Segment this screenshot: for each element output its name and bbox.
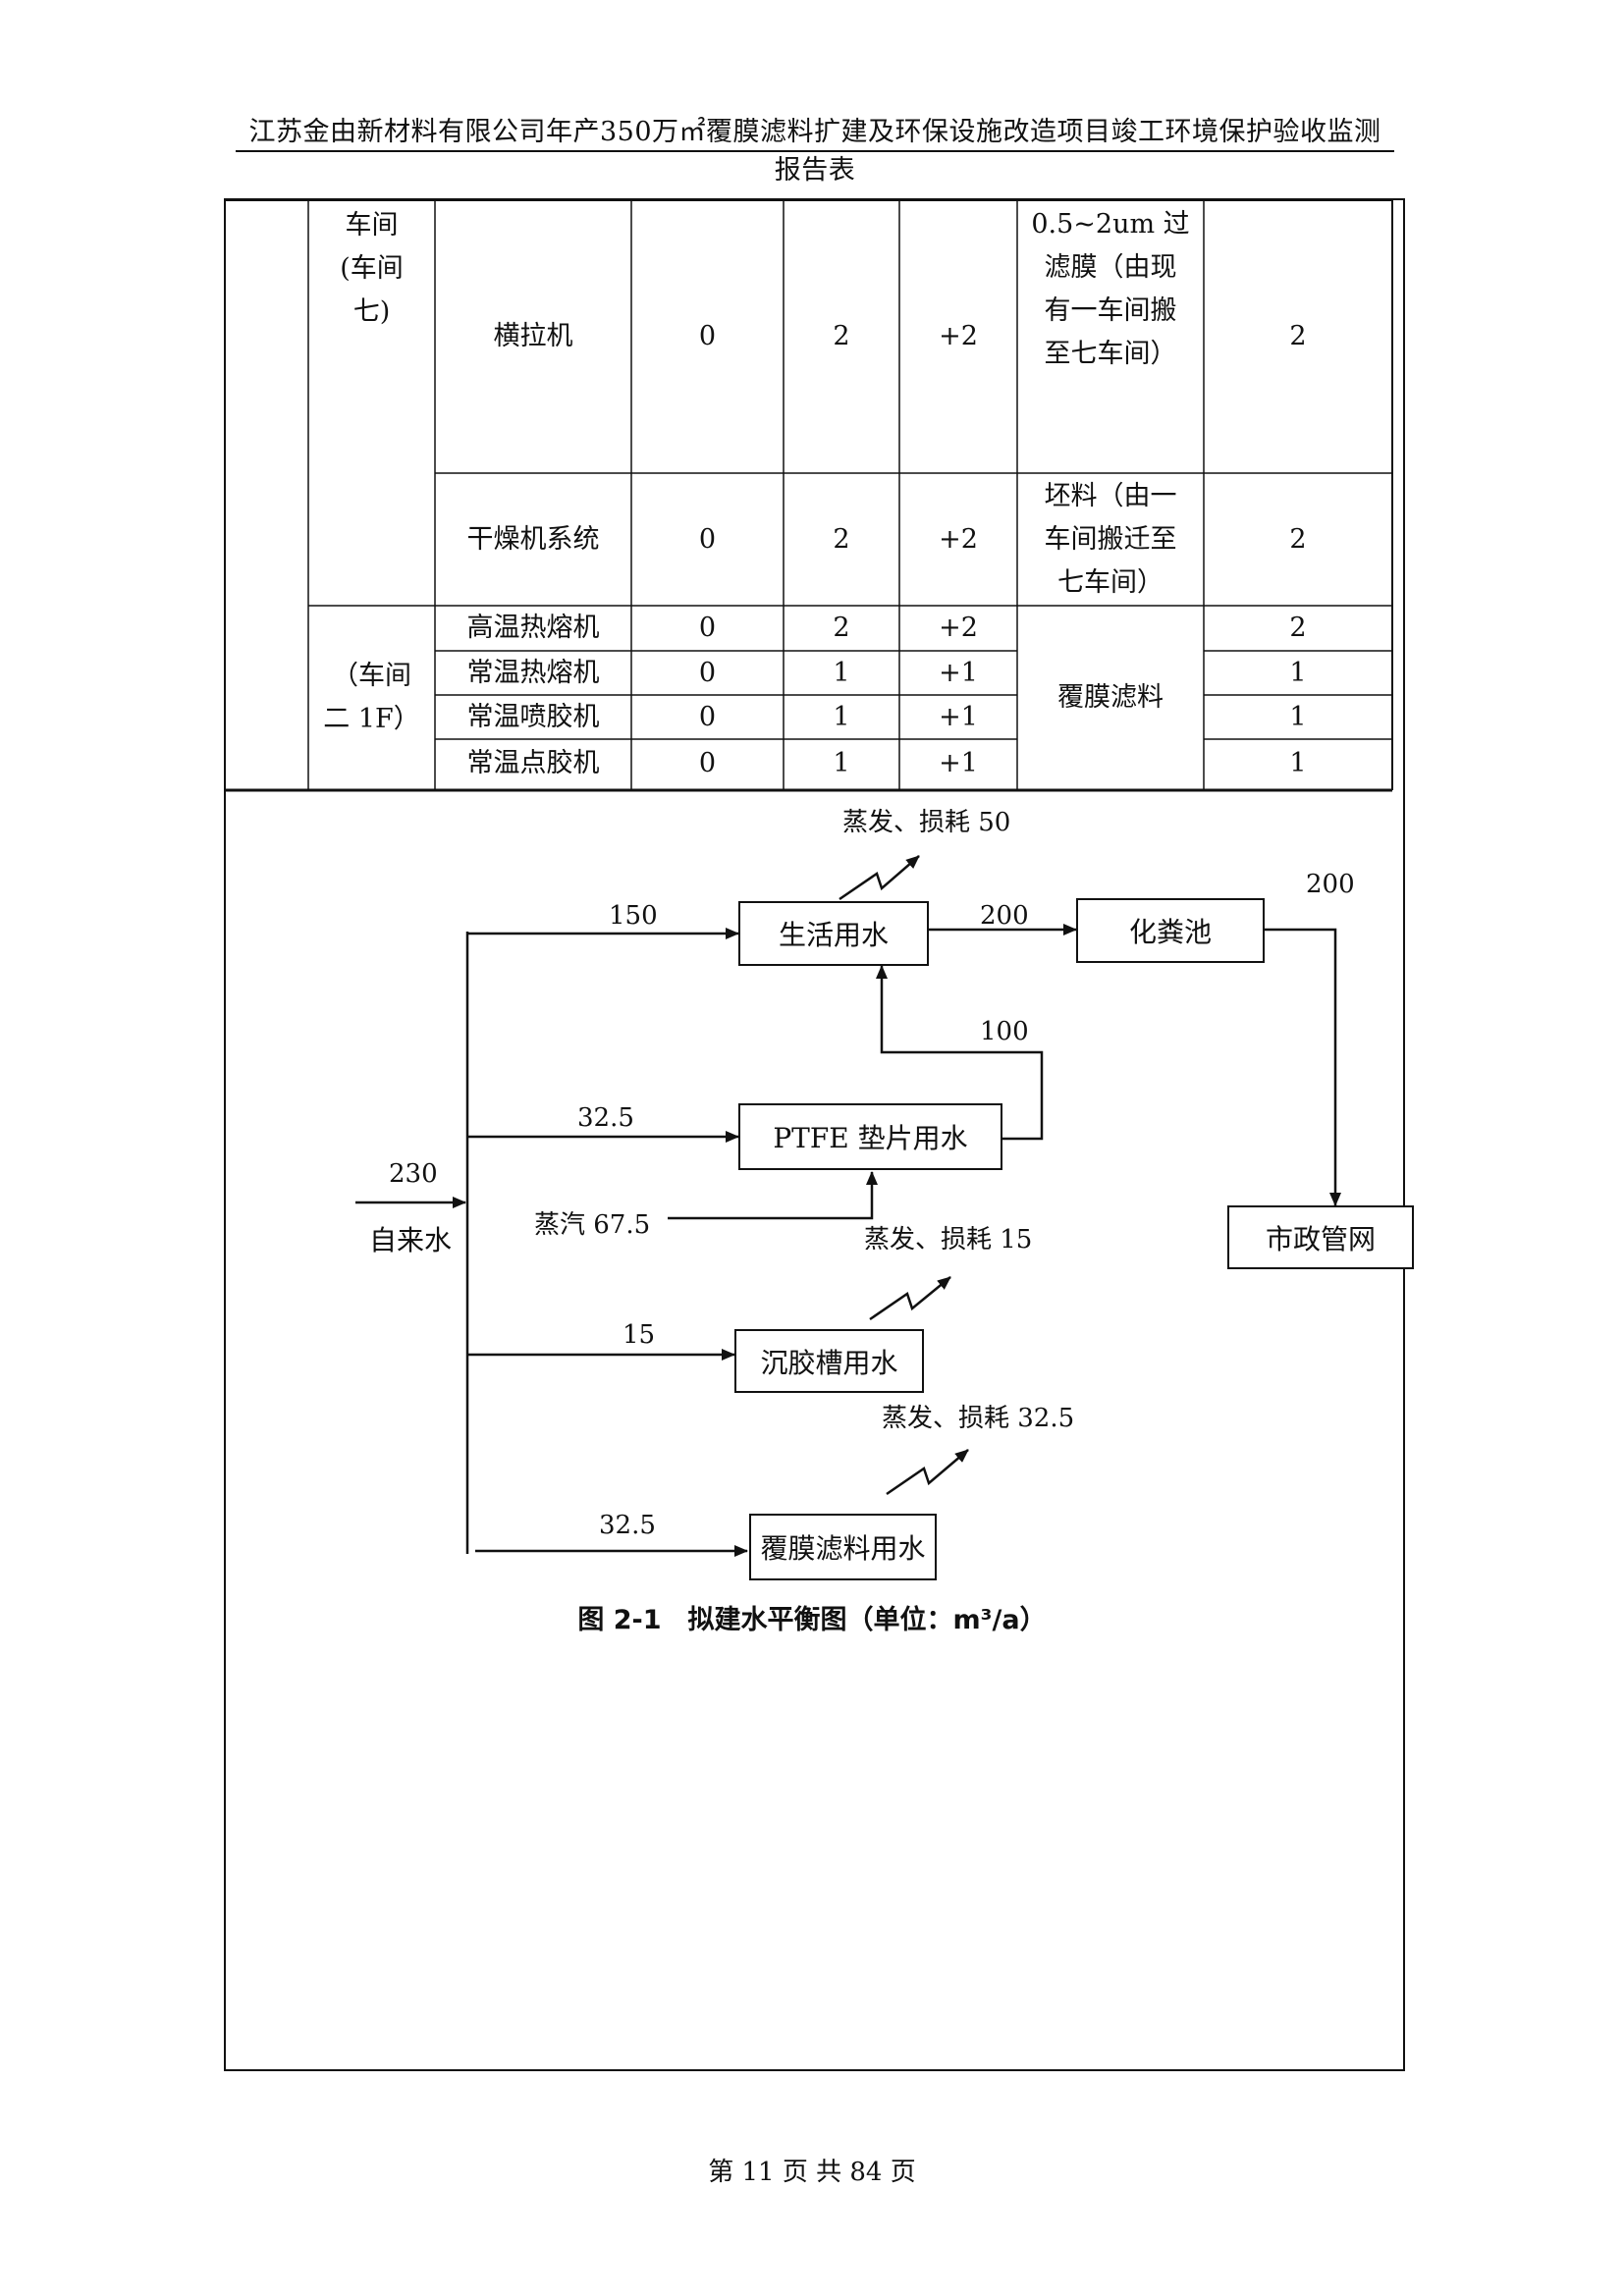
equipment-name: 横拉机 [493,321,573,351]
equipment-table-grid [224,199,1393,792]
merged-product-cell: 覆膜滤料 [1057,682,1164,713]
equipment-name: 常温热熔机 [466,657,600,688]
workshop-group-2-label: （车间 二 1F） [323,661,420,734]
header-rule [236,150,1394,152]
loss-ptfe: 蒸发、损耗 15 [864,1225,1033,1255]
quantity-before: 0 [698,523,717,555]
quantity-after: 1 [833,748,850,778]
quantity-after: 2 [833,613,850,643]
flow-steam: 蒸汽 67.5 [534,1210,651,1240]
node-domestic-water: 生活用水 [738,901,929,966]
product-note: 0.5~2um 过 滤膜（由现 有一车间搬 至七车间） [1031,209,1190,369]
quantity-change: +2 [939,613,978,643]
quantity-before: 0 [698,701,717,732]
flow-domestic-to-septic: 200 [980,901,1029,931]
quantity-change: +2 [939,523,978,555]
loss-domestic: 蒸发、损耗 50 [842,808,1011,837]
figure-caption: 图 2-1 拟建水平衡图（单位：m³/a） [577,1605,1047,1635]
quantity-change: +1 [939,701,978,732]
node-ptfe-water: PTFE 垫片用水 [738,1103,1002,1170]
equipment-name: 常温喷胶机 [466,701,600,732]
quantity-before: 0 [698,321,717,351]
flow-ptfe-recycle: 100 [980,1017,1029,1046]
quantity-after: 1 [833,701,850,732]
flow-septic-to-municipal: 200 [1306,870,1355,899]
flow-to-domestic: 150 [609,901,658,931]
node-glue-tank-water: 沉胶槽用水 [734,1329,924,1393]
actual-quantity: 1 [1289,657,1307,688]
flow-to-glue-tank: 15 [623,1320,656,1350]
quantity-change: +2 [939,321,978,351]
quantity-before: 0 [698,748,717,778]
quantity-after: 2 [833,523,850,555]
node-laminated-filter-water: 覆膜滤料用水 [749,1514,937,1580]
actual-quantity: 1 [1289,701,1307,732]
actual-quantity: 2 [1289,613,1307,643]
loss-glue-tank: 蒸发、损耗 32.5 [882,1404,1075,1433]
actual-quantity: 1 [1289,748,1307,778]
quantity-change: +1 [939,748,978,778]
flow-to-laminated: 32.5 [599,1511,656,1540]
equipment-name: 高温热熔机 [466,613,600,643]
quantity-before: 0 [698,657,717,688]
node-municipal-network: 市政管网 [1227,1205,1414,1269]
actual-quantity: 2 [1289,321,1307,351]
page-number: 第 11 页 共 84 页 [708,2158,916,2187]
water-balance-connectors [355,855,1341,1557]
quantity-after: 1 [833,657,850,688]
equipment-name: 干燥机系统 [466,523,600,555]
quantity-before: 0 [698,613,717,643]
quantity-after: 2 [833,321,850,351]
source-flow-value: 230 [389,1159,438,1189]
product-note: 坯料（由一 车间搬迁至 七车间） [1044,480,1177,598]
source-label: 自来水 [369,1224,453,1256]
flow-to-ptfe: 32.5 [577,1103,634,1133]
report-header-title: 江苏金由新材料有限公司年产350万㎡覆膜滤料扩建及环保设施改造项目竣工环境保护验… [248,117,1381,186]
workshop-group-1-label: 车间 (车间 七) [340,210,404,327]
quantity-change: +1 [939,657,978,688]
equipment-name: 常温点胶机 [466,748,600,778]
node-septic-tank: 化粪池 [1076,898,1265,963]
actual-quantity: 2 [1289,523,1307,555]
